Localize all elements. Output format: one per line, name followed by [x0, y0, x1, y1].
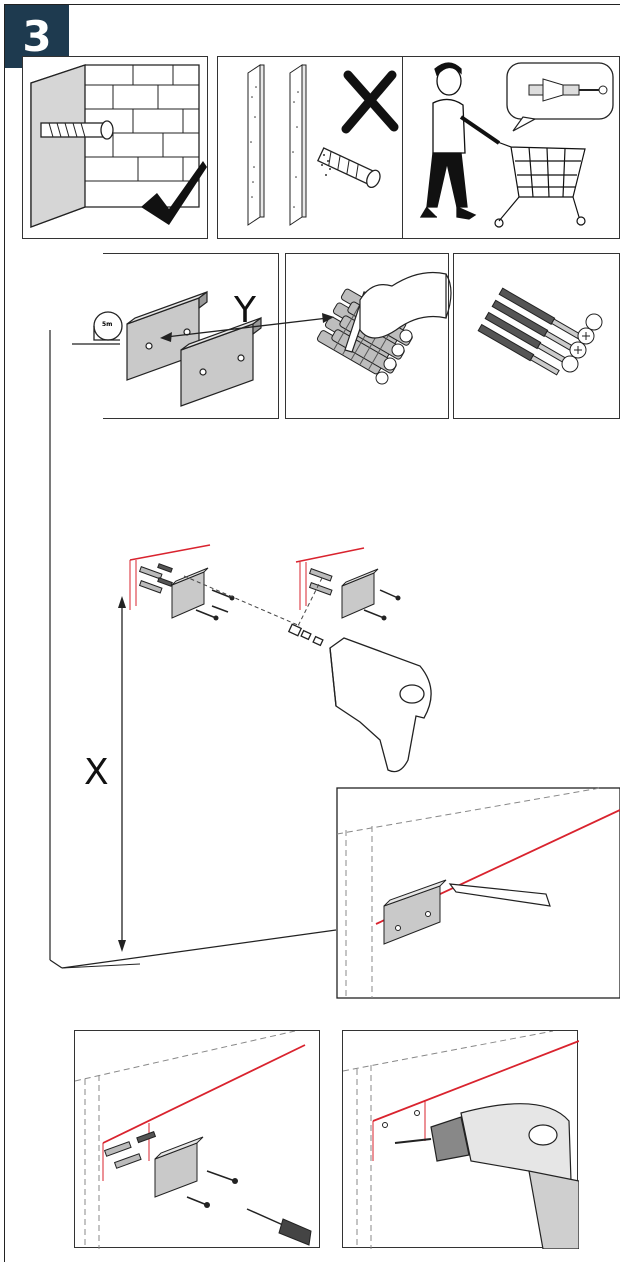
screwdriver-icon: [246, 1208, 312, 1246]
panel-drywall-not-ok: [217, 56, 403, 239]
panel-brick-wall-ok: [22, 56, 208, 239]
left-mount-points: [129, 544, 235, 621]
power-drill-icon: [394, 1103, 579, 1249]
shopping-cart-icon: [494, 140, 586, 228]
wall-bracket-icon: [180, 316, 262, 407]
page-frame-top: [4, 4, 620, 5]
broken-plug-icon: [316, 147, 381, 189]
horizontal-distance-label: Y: [234, 290, 256, 331]
panel-fix-screws: [74, 1030, 320, 1249]
tape-measure-icon: [72, 311, 123, 345]
drill-icon: [287, 623, 432, 773]
shopper-figure: [419, 62, 501, 220]
special-plug-icon: [528, 78, 608, 102]
vertical-distance-label: X: [84, 752, 109, 793]
check-mark-icon: [141, 161, 207, 225]
hand-pencil-icon: [344, 271, 452, 353]
panel-screws: [453, 253, 620, 419]
panel-drill-holes: [342, 1030, 579, 1249]
page-frame-left: [4, 4, 5, 1262]
panel-brackets: [103, 253, 279, 419]
inset-marking-detail: [336, 787, 620, 998]
panel-buy-plugs: [402, 56, 620, 239]
right-mount-points: [295, 547, 401, 621]
screws-icon: [477, 287, 603, 376]
wall-plug-icon: [40, 120, 114, 140]
tape-measure-label: 5m: [102, 321, 113, 328]
cross-mark-icon: [341, 70, 399, 134]
